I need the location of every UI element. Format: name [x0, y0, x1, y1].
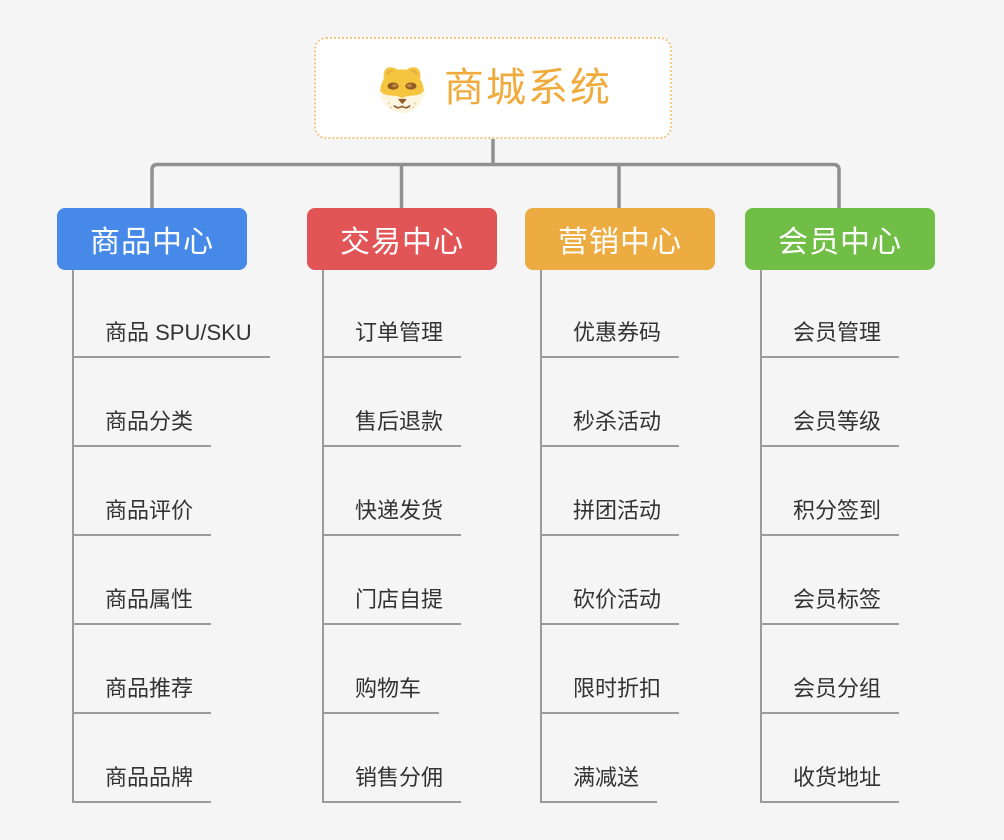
dog-face-icon: [380, 67, 424, 113]
leaf-node[interactable]: 秒杀活动: [540, 408, 680, 447]
leaf-node[interactable]: 满减送: [540, 764, 658, 803]
branch-spine: [322, 270, 324, 803]
leaf-node[interactable]: 会员管理: [760, 319, 900, 358]
branch-trade-center[interactable]: 交易中心: [307, 208, 497, 270]
leaf-node[interactable]: 砍价活动: [540, 586, 680, 625]
leaf-node[interactable]: 会员标签: [760, 586, 900, 625]
leaf-node[interactable]: 商品 SPU/SKU: [72, 319, 270, 358]
branch-spine: [72, 270, 74, 803]
leaf-node[interactable]: 订单管理: [322, 319, 462, 358]
leaf-node[interactable]: 商品评价: [72, 497, 212, 536]
leaf-node[interactable]: 商品推荐: [72, 675, 212, 714]
leaf-node[interactable]: 商品品牌: [72, 764, 212, 803]
leaf-node[interactable]: 收货地址: [760, 764, 900, 803]
leaf-node[interactable]: 快递发货: [322, 497, 462, 536]
leaf-node[interactable]: 商品分类: [72, 408, 212, 447]
branch-member-center[interactable]: 会员中心: [745, 208, 935, 270]
branch-spine: [540, 270, 542, 803]
branch-spine: [760, 270, 762, 803]
root-title: 商城系统: [444, 66, 612, 110]
branch-product-center[interactable]: 商品中心: [57, 208, 247, 270]
leaf-node[interactable]: 商品属性: [72, 586, 212, 625]
leaf-node[interactable]: 售后退款: [322, 408, 462, 447]
branch-marketing-center[interactable]: 营销中心: [525, 208, 715, 270]
leaf-node[interactable]: 门店自提: [322, 586, 462, 625]
outer-connector-line: [150, 162, 841, 208]
leaf-node[interactable]: 拼团活动: [540, 497, 680, 536]
root-node[interactable]: 商城系统: [314, 37, 672, 139]
leaf-node[interactable]: 积分签到: [760, 497, 900, 536]
leaf-node[interactable]: 会员分组: [760, 675, 900, 714]
leaf-node[interactable]: 会员等级: [760, 408, 900, 447]
leaf-node[interactable]: 购物车: [322, 675, 440, 714]
leaf-node[interactable]: 销售分佣: [322, 764, 462, 803]
leaf-node[interactable]: 限时折扣: [540, 675, 680, 714]
leaf-node[interactable]: 优惠券码: [540, 319, 680, 358]
